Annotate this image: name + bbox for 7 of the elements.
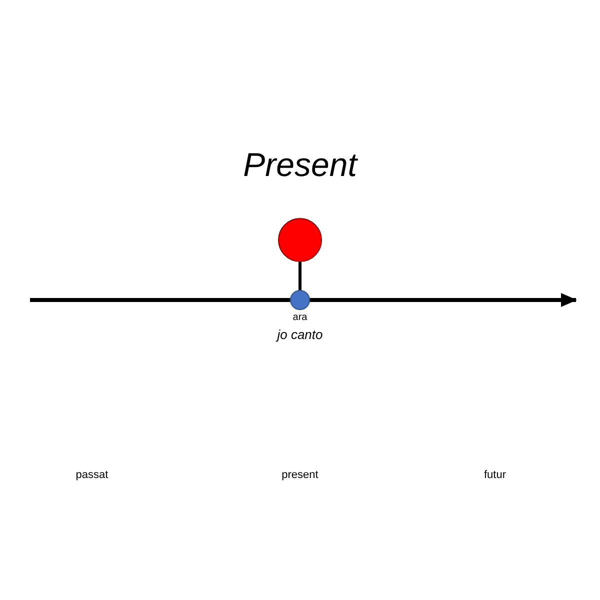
period-label: present bbox=[282, 469, 318, 481]
title: Present bbox=[243, 146, 357, 184]
period-label: futur bbox=[484, 469, 506, 481]
period-label: passat bbox=[76, 469, 108, 481]
time-label: ara bbox=[292, 312, 308, 323]
example-text: jo canto bbox=[277, 327, 323, 342]
connector-line bbox=[298, 262, 302, 290]
